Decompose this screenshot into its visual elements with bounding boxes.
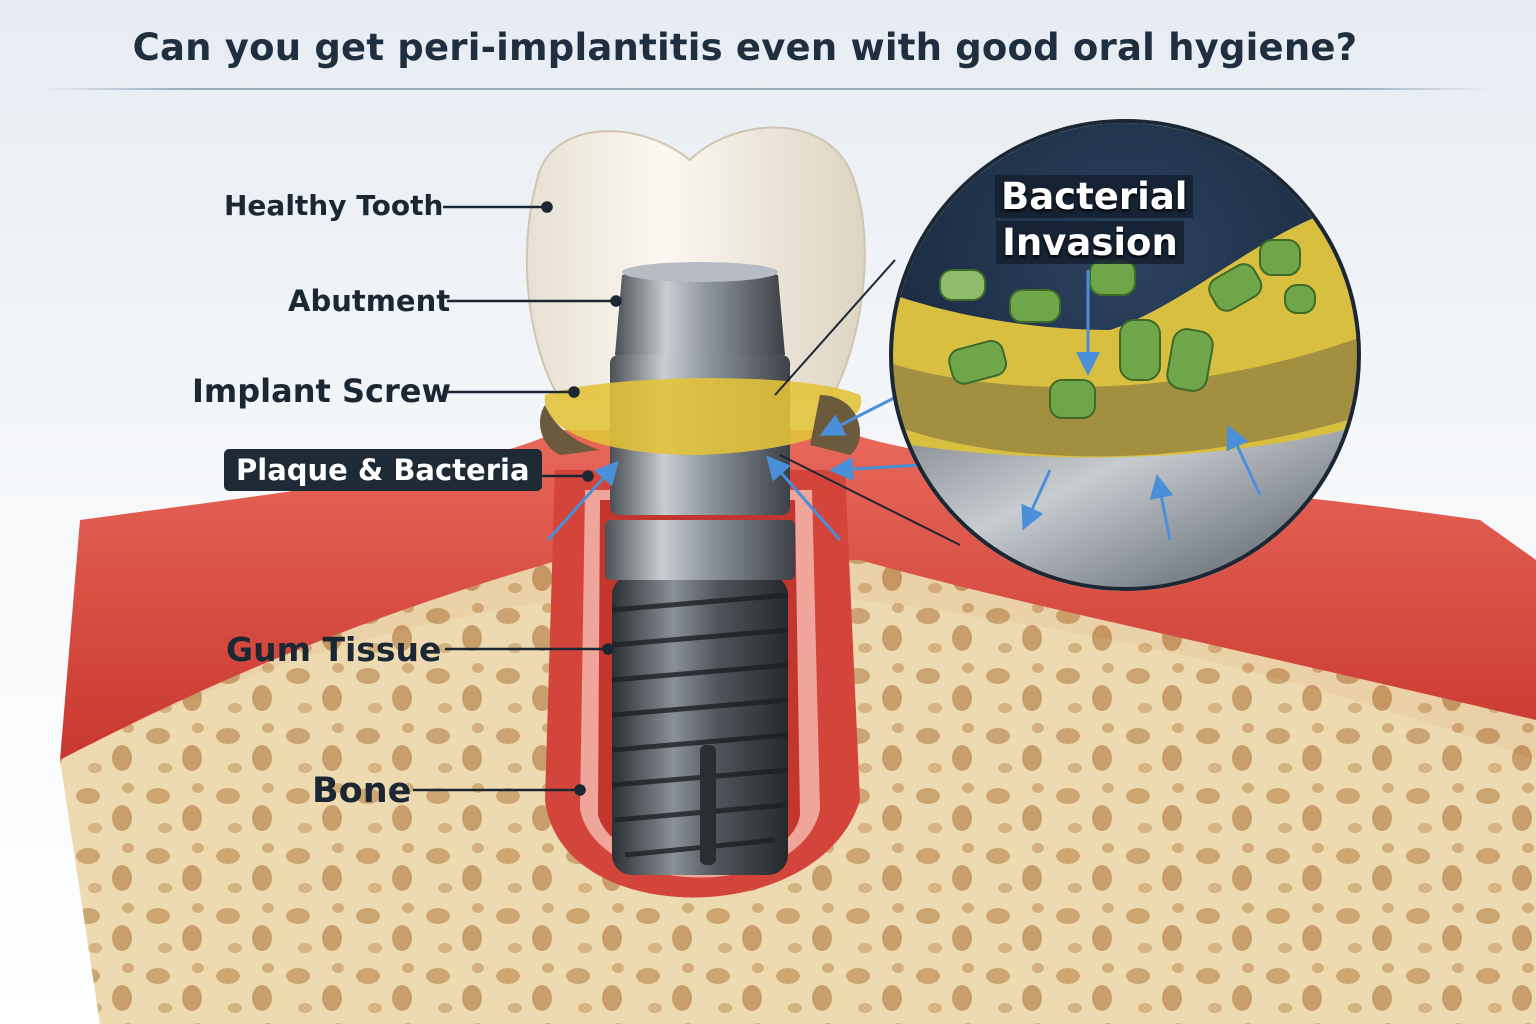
label-implant-screw: Implant Screw xyxy=(192,372,451,410)
title-divider xyxy=(40,88,1490,90)
label-gum-tissue: Gum Tissue xyxy=(226,630,442,669)
label-bone: Bone xyxy=(312,771,412,811)
magnifier-title: Bacterial Invasion xyxy=(995,174,1194,266)
page-title: Can you get peri-implantitis even with g… xyxy=(132,26,1358,69)
label-abutment: Abutment xyxy=(288,284,451,318)
magnifier-title-line2: Invasion xyxy=(996,221,1184,264)
implant-screw xyxy=(612,575,788,875)
label-healthy-tooth: Healthy Tooth xyxy=(224,189,444,222)
magnifier-title-line1: Bacterial xyxy=(995,175,1194,218)
magnifier-inset xyxy=(889,119,1361,591)
label-plaque-bacteria: Plaque & Bacteria xyxy=(224,449,542,491)
plaque-ring xyxy=(544,378,862,455)
